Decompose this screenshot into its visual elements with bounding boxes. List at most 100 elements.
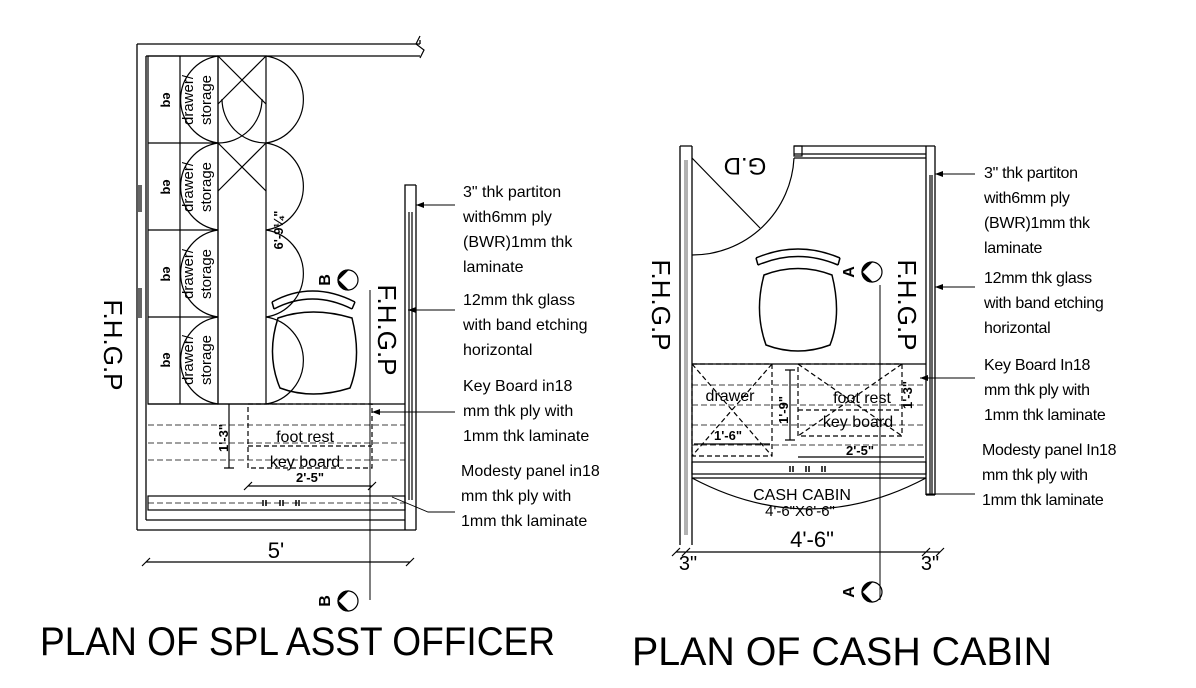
cash-notes: 3" thk partiton with6mm ply (BWR)1mm thk… xyxy=(982,165,1120,509)
drawer-label: drawer/ xyxy=(180,248,197,299)
cash-leaders xyxy=(920,173,975,495)
depth-dim-line xyxy=(224,404,234,469)
shutter-zone xyxy=(217,55,267,405)
spl-section-b: B B xyxy=(317,269,371,612)
shutter-swing xyxy=(217,98,267,144)
cash-keyboard-width-dim: 2'-5" xyxy=(846,443,874,458)
cash-cabin-name: CASH CABIN xyxy=(753,487,851,504)
storage-label: storage xyxy=(198,75,215,125)
drawer-label: drawer/ xyxy=(180,74,197,125)
spl-depth-dim: 1'-3" xyxy=(216,424,231,452)
cash-key-board-label: key board xyxy=(823,414,893,431)
spl-notes: 3" thk partiton with6mm ply (BWR)1mm thk… xyxy=(461,184,604,530)
overall-width-line xyxy=(671,547,945,557)
keyboard-width-line xyxy=(243,481,377,491)
spl-outer-wall xyxy=(136,40,421,531)
section-marker-fill xyxy=(337,590,350,612)
cash-left-wall-dim: 3" xyxy=(679,553,697,575)
spl-wall-break xyxy=(415,35,425,59)
height-dim-line xyxy=(785,369,795,441)
spl-fhgp-left: F.H.G.P xyxy=(98,299,128,390)
eq-label: eq xyxy=(160,352,175,367)
note-modesty: Modesty panel in18 mm thk ply with 1mm t… xyxy=(461,463,604,530)
spl-key-board-label: key board xyxy=(270,454,340,471)
spl-chair xyxy=(271,290,358,395)
section-label-b: B xyxy=(317,595,334,607)
chair-seat xyxy=(271,311,358,395)
note-keyboard: Key Board in18 mm thk ply with 1mm thk l… xyxy=(463,378,589,445)
cash-foot-rest-label: foot rest xyxy=(833,390,891,407)
keyboard-tray xyxy=(247,403,373,469)
cash-overall-width-dim: 4'-6" xyxy=(790,527,834,552)
storage-label: storage xyxy=(198,249,215,299)
cash-left-glass xyxy=(684,160,688,535)
chair-seat xyxy=(758,267,838,352)
cabin-curve xyxy=(691,477,927,510)
cash-drawer-label: drawer xyxy=(706,388,756,405)
desk-hatch xyxy=(148,424,405,461)
shutter-swing xyxy=(180,316,304,405)
note-partition: 3" thk partiton with6mm ply (BWR)1mm thk… xyxy=(462,184,577,276)
cash-plan: G.D F.H.G.P F.H.G.P drawer foot rest key… xyxy=(632,145,1120,674)
spl-dimensions: 1'-3" 2'-5" 5' xyxy=(141,404,415,567)
spl-keyboard-width-dim: 2'-5" xyxy=(296,470,324,485)
section-marker-fill xyxy=(337,269,350,291)
spl-overall-width-dim: 5' xyxy=(268,538,284,563)
cash-fhgp-right: F.H.G.P xyxy=(892,259,922,350)
cash-height-dim: 1'-9" xyxy=(776,396,791,424)
section-label-a: A xyxy=(841,586,858,598)
cash-chair xyxy=(755,248,841,352)
note-keyboard: Key Board In18 mm thk ply with 1mm thk l… xyxy=(984,357,1106,424)
spl-plan-title: PLAN OF SPL ASST OFFICER xyxy=(40,620,555,664)
section-marker-fill xyxy=(861,581,874,603)
modesty-marks xyxy=(789,466,826,472)
note-glass: 12mm thk glass with band etching horizon… xyxy=(983,270,1108,337)
spl-plan: drawer/ storage drawer/ storage drawer/ … xyxy=(40,35,604,664)
chair-backrest xyxy=(755,248,841,266)
door-leaf xyxy=(691,157,761,229)
drawer-cross xyxy=(691,363,773,457)
section-label-a: A xyxy=(841,266,858,278)
cash-fhgp-left: F.H.G.P xyxy=(646,259,676,350)
drawer-label: drawer/ xyxy=(180,161,197,212)
cash-desk xyxy=(691,363,927,510)
storage-label: storage xyxy=(198,162,215,212)
spl-right-glass xyxy=(408,212,413,500)
cash-drawer-width-dim: 1'-6" xyxy=(714,428,742,443)
drawer-label: drawer/ xyxy=(180,334,197,385)
spl-storage-labels: drawer/ storage drawer/ storage drawer/ … xyxy=(160,74,286,385)
shutter-swing xyxy=(180,229,304,318)
height-dimension: 6'-9¼" xyxy=(271,211,286,250)
drawer-unit xyxy=(691,363,773,457)
eq-label: eq xyxy=(160,266,175,281)
cash-cabin-size: 4'-6"X6'-6" xyxy=(765,503,835,520)
eq-label: eq xyxy=(160,92,175,107)
note-glass: 12mm thk glass with band etching horizon… xyxy=(462,292,592,359)
cash-section-a: A A xyxy=(841,261,883,603)
spl-leader-arrows xyxy=(372,202,424,415)
section-marker-fill xyxy=(861,261,874,283)
note-modesty: Modesty panel In18 mm thk ply with 1mm t… xyxy=(982,442,1120,509)
shutter-swing xyxy=(180,142,304,231)
cash-depth-dim: 1'-3" xyxy=(900,381,915,409)
spl-leaders xyxy=(372,204,455,513)
cash-dimensions: 1'-6" 1'-9" 1'-3" 2'-5" 4'-6" 3" 3" xyxy=(671,369,945,575)
spl-desk xyxy=(147,403,406,511)
modesty-panel xyxy=(691,461,927,475)
door-jamb xyxy=(793,145,803,157)
cash-right-glass xyxy=(929,175,933,495)
keyboard-tray xyxy=(797,363,903,437)
spl-storage-units xyxy=(147,55,304,405)
door-label: G.D xyxy=(724,152,767,179)
desk-hatch xyxy=(692,384,926,446)
storage-label: storage xyxy=(198,335,215,385)
eq-label: eq xyxy=(160,179,175,194)
note-partition: 3" thk partiton with6mm ply (BWR)1mm thk… xyxy=(983,165,1094,257)
cash-plan-title: PLAN OF CASH CABIN xyxy=(632,630,1052,674)
shutter-swing xyxy=(180,55,304,192)
keyboard-cross xyxy=(797,363,903,437)
spl-fhgp-right: F.H.G.P xyxy=(372,284,402,375)
section-label-b: B xyxy=(317,274,334,286)
door-swing xyxy=(691,157,795,256)
